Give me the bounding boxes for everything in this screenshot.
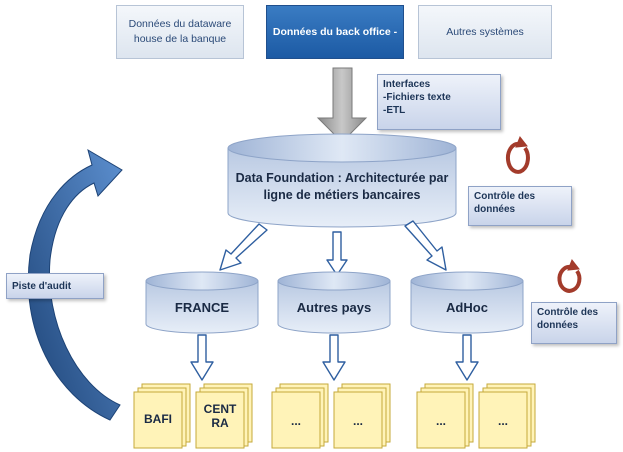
interfaces-item: -Fichiers texte [383, 92, 451, 103]
control-label: Contrôle des données [474, 191, 536, 215]
source-label: Données du back office - [272, 25, 398, 38]
doc-stack-autres-2 [333, 383, 391, 449]
mart-cylinder-autres [277, 271, 391, 334]
mart-cylinder-france [145, 271, 259, 334]
foundation-label: Data Foundation : Architecturée par lign… [235, 171, 449, 202]
doc-stack-centra [195, 383, 253, 449]
mart-label-autres: Autres pays [296, 299, 372, 315]
branch-arrow-autres [326, 231, 348, 276]
branch-arrow-france [219, 223, 268, 271]
down-arrow-adhoc [455, 334, 479, 381]
source-label: Données du dataware house de la banque [128, 18, 232, 45]
control-label: Contrôle des données [537, 307, 599, 331]
interfaces-note: Interfaces -Fichiers texte -ETL [377, 74, 501, 130]
doc-label: ... [290, 414, 301, 428]
audit-label: Piste d'audit [6, 273, 104, 299]
doc-stack-adhoc-1 [416, 383, 474, 449]
doc-label: BAFI [144, 412, 172, 426]
interfaces-item: -ETL [383, 105, 406, 116]
control-note: Contrôle des données [468, 186, 572, 226]
mart-label-adhoc: AdHoc [446, 299, 488, 315]
down-arrow-autres [322, 334, 346, 381]
audit-text: Piste d'audit [12, 280, 72, 292]
doc-label: ... [435, 414, 446, 428]
source-dataware-house: Données du dataware house de la banque [116, 5, 244, 59]
cycle-icon [505, 136, 530, 174]
source-label: Autres systèmes [446, 25, 524, 38]
branch-arrow-adhoc [404, 220, 447, 271]
doc-label: CENT RA [203, 402, 237, 430]
interfaces-title: Interfaces [383, 79, 431, 90]
doc-stack-autres-1 [271, 383, 329, 449]
cycle-icon [557, 259, 582, 293]
mart-label-france: FRANCE [174, 299, 230, 315]
mart-cylinder-adhoc [410, 271, 524, 334]
control-note: Contrôle des données [531, 302, 617, 344]
audit-arrow [27, 148, 123, 421]
doc-stack-bafi [133, 383, 191, 449]
source-back-office: Données du back office - [266, 5, 404, 59]
foundation-cylinder [227, 133, 457, 228]
doc-label: ... [352, 414, 363, 428]
doc-label: ... [497, 414, 508, 428]
source-autres-systemes: Autres systèmes [418, 5, 552, 59]
down-arrow-france [190, 334, 214, 381]
ingest-arrow [316, 67, 368, 143]
doc-stack-adhoc-2 [478, 383, 536, 449]
